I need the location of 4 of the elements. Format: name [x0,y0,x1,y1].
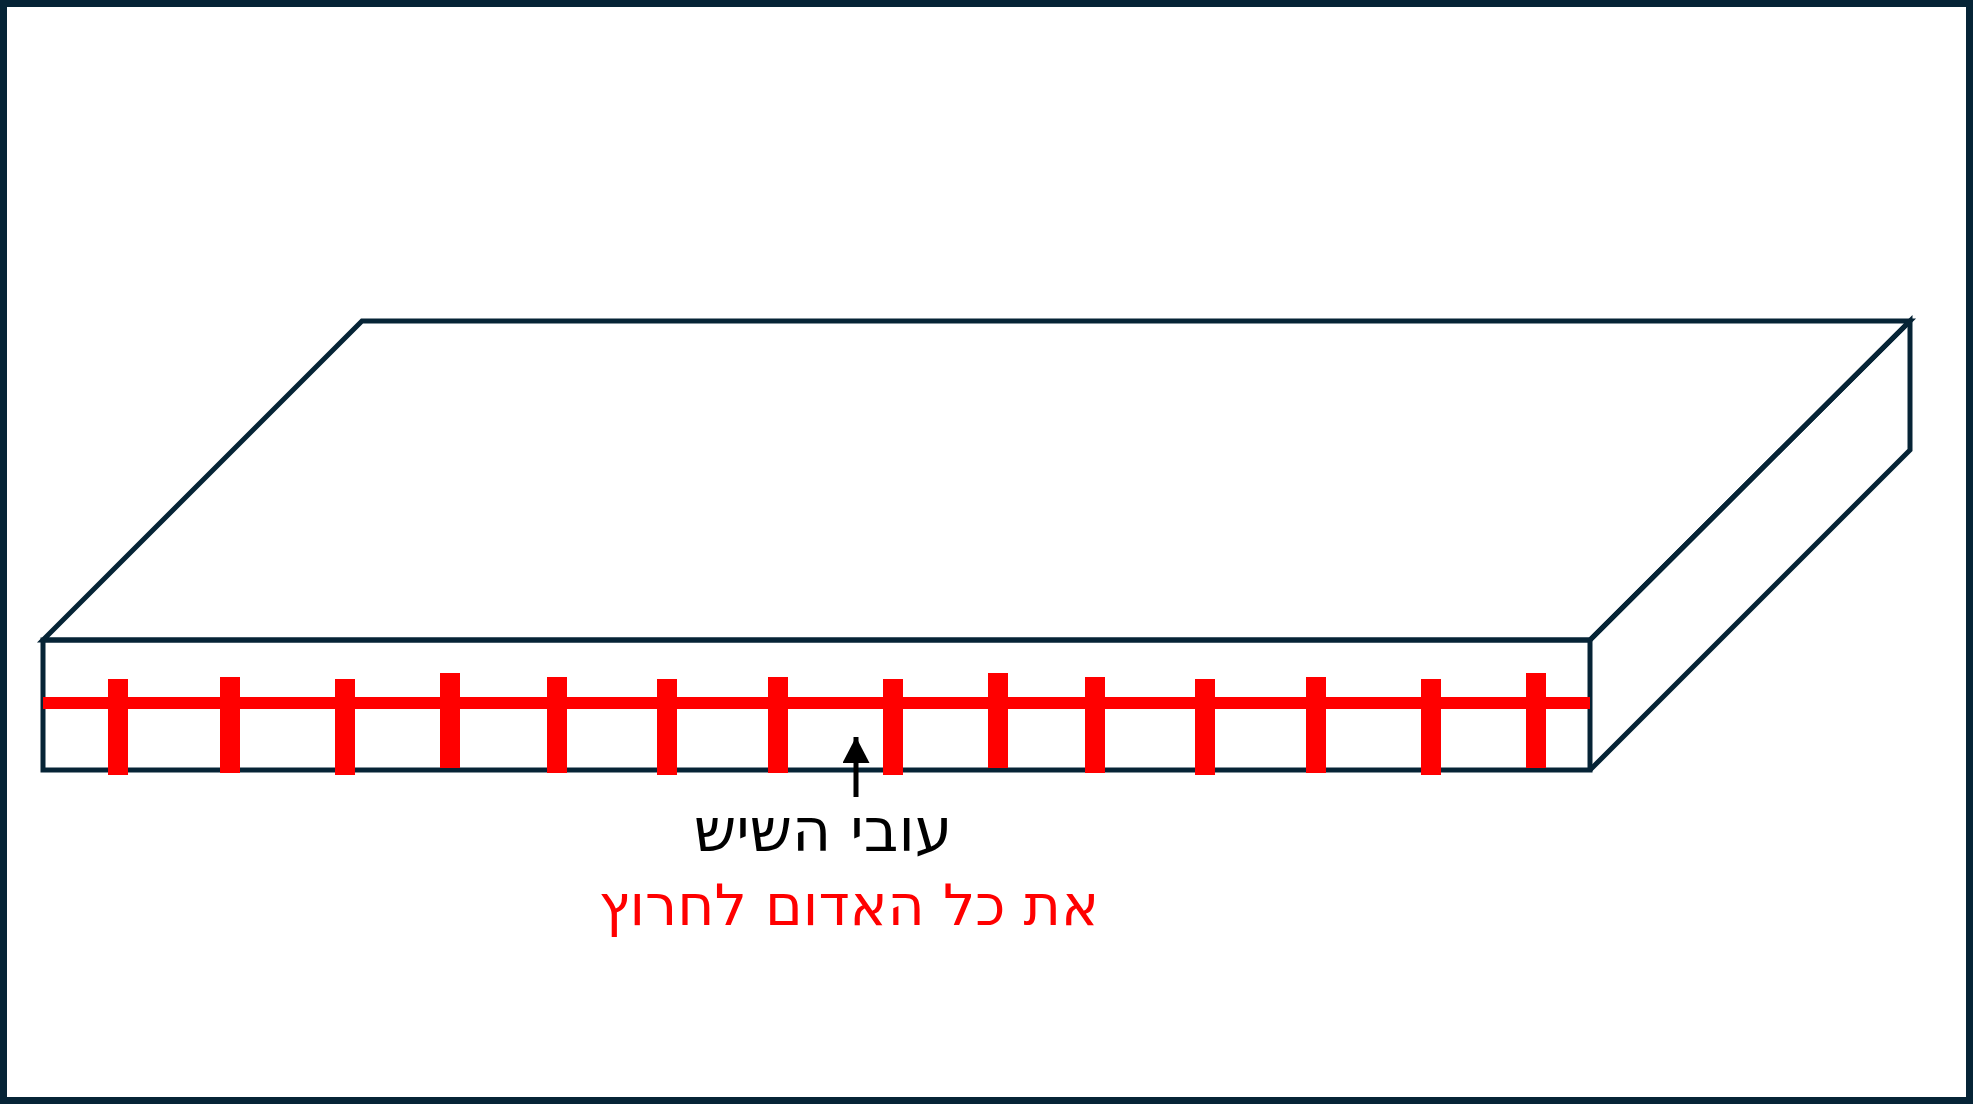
callout-label: עובי השיש [693,797,953,863]
slab-front-face [40,637,1593,773]
instruction-note: את כל האדום לחרוץ [598,874,1100,937]
leader-arrow [842,737,870,797]
